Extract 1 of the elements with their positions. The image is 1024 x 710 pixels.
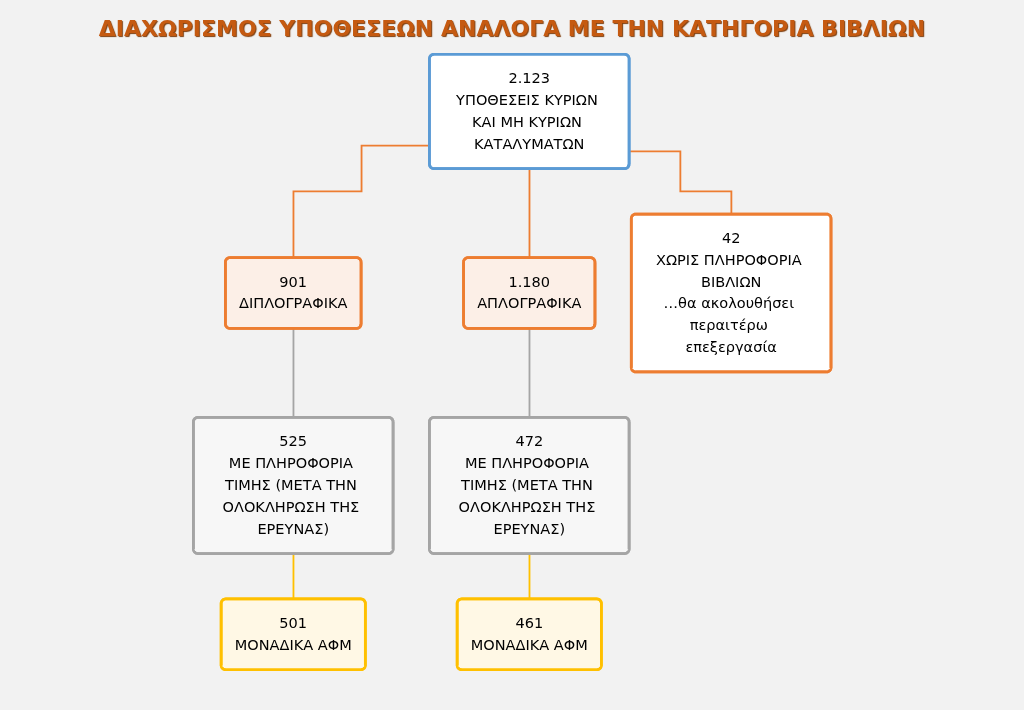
diagram-title: ΔΙΑΧΩΡΙΣΜΟΣ ΥΠΟΘΕΣΕΩΝ ΑΝΑΛΟΓΑ ΜΕ ΤΗΝ ΚΑΤΗΓΟΡΙΑ ΒΙΒΛΙΩΝ — [97, 16, 927, 41]
